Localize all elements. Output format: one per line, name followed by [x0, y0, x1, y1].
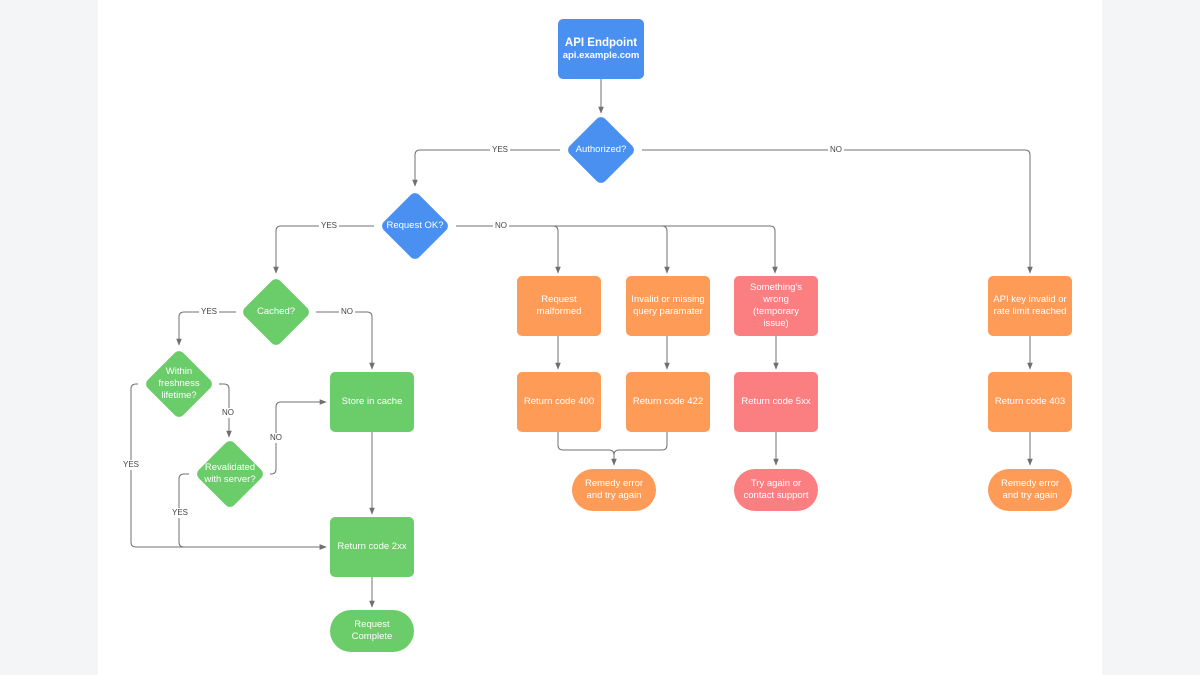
- revalidated-decision: Revalidated with server?: [185, 438, 275, 510]
- request-malformed-label: Request malformed: [536, 294, 582, 317]
- label-yes-authorized: YES: [490, 145, 511, 155]
- label-yes-requestok: YES: [319, 221, 340, 231]
- edge-authorized-no: [642, 149, 1033, 274]
- return-403-label: Return code 403: [994, 396, 1066, 408]
- cached-decision: Cached?: [232, 276, 320, 348]
- label-yes-freshness: YES: [121, 460, 142, 470]
- edge-cached-no: [316, 311, 375, 370]
- request-complete-node: Request Complete: [330, 610, 414, 652]
- return-403-node: Return code 403: [988, 372, 1072, 432]
- remedy-error-label: Remedy error and try again: [584, 478, 644, 501]
- api-endpoint-url: api.example.com: [562, 50, 640, 62]
- revalidated-label: Revalidated with server?: [204, 462, 256, 485]
- return-400-node: Return code 400: [517, 372, 601, 432]
- edge-cached-yes: [176, 311, 236, 346]
- edge-requestok-yes: [273, 225, 374, 274]
- try-again-label: Try again or contact support: [743, 478, 809, 501]
- label-no-authorized: NO: [828, 145, 844, 155]
- request-malformed-node: Request malformed: [517, 276, 601, 336]
- return-422-label: Return code 422: [632, 396, 704, 408]
- cached-label: Cached?: [256, 306, 296, 318]
- request-ok-decision: Request OK?: [370, 190, 460, 262]
- invalid-param-label: Invalid or missing query paramater: [631, 294, 705, 317]
- edge-requestok-no: [456, 225, 778, 274]
- authorized-decision: Authorized?: [556, 114, 646, 186]
- something-wrong-node: Something's wrong (temporary issue): [734, 276, 818, 336]
- return-5xx-label: Return code 5xx: [741, 396, 811, 408]
- remedy-error-403-label: Remedy error and try again: [1000, 478, 1060, 501]
- edge-authorized-yes: [412, 149, 560, 187]
- freshness-decision: Within freshness lifetime?: [134, 348, 224, 420]
- return-2xx-label: Return code 2xx: [337, 541, 407, 553]
- store-in-cache-label: Store in cache: [341, 396, 403, 408]
- return-400-label: Return code 400: [523, 396, 595, 408]
- label-no-requestok: NO: [493, 221, 509, 231]
- edge-422-remedy: [613, 432, 668, 456]
- edge-fresh-no: [219, 383, 232, 438]
- label-yes-revalidated: YES: [170, 508, 191, 518]
- api-key-invalid-node: API key invalid or rate limit reached: [988, 276, 1072, 336]
- freshness-label: Within freshness lifetime?: [158, 366, 200, 401]
- try-again-node: Try again or contact support: [734, 469, 818, 511]
- return-5xx-node: Return code 5xx: [734, 372, 818, 432]
- label-no-cached: NO: [339, 307, 355, 317]
- label-yes-cached: YES: [199, 307, 220, 317]
- store-in-cache-node: Store in cache: [330, 372, 414, 432]
- api-endpoint-title: API Endpoint: [564, 36, 638, 49]
- request-complete-label: Request Complete: [351, 619, 393, 642]
- return-2xx-node: Return code 2xx: [330, 517, 414, 577]
- request-ok-label: Request OK?: [386, 220, 444, 232]
- api-key-invalid-label: API key invalid or rate limit reached: [993, 294, 1067, 317]
- edge-400-remedy: [557, 432, 617, 466]
- edge-no-invalid: [661, 225, 670, 274]
- label-no-revalidated: NO: [268, 433, 284, 443]
- return-422-node: Return code 422: [626, 372, 710, 432]
- remedy-error-403-node: Remedy error and try again: [988, 469, 1072, 511]
- label-no-freshness: NO: [220, 408, 236, 418]
- api-endpoint-node: API Endpoint api.example.com: [558, 19, 644, 79]
- edge-no-malformed: [552, 225, 561, 274]
- remedy-error-node: Remedy error and try again: [572, 469, 656, 511]
- authorized-label: Authorized?: [575, 144, 627, 156]
- invalid-param-node: Invalid or missing query paramater: [626, 276, 710, 336]
- something-wrong-label: Something's wrong (temporary issue): [750, 282, 802, 329]
